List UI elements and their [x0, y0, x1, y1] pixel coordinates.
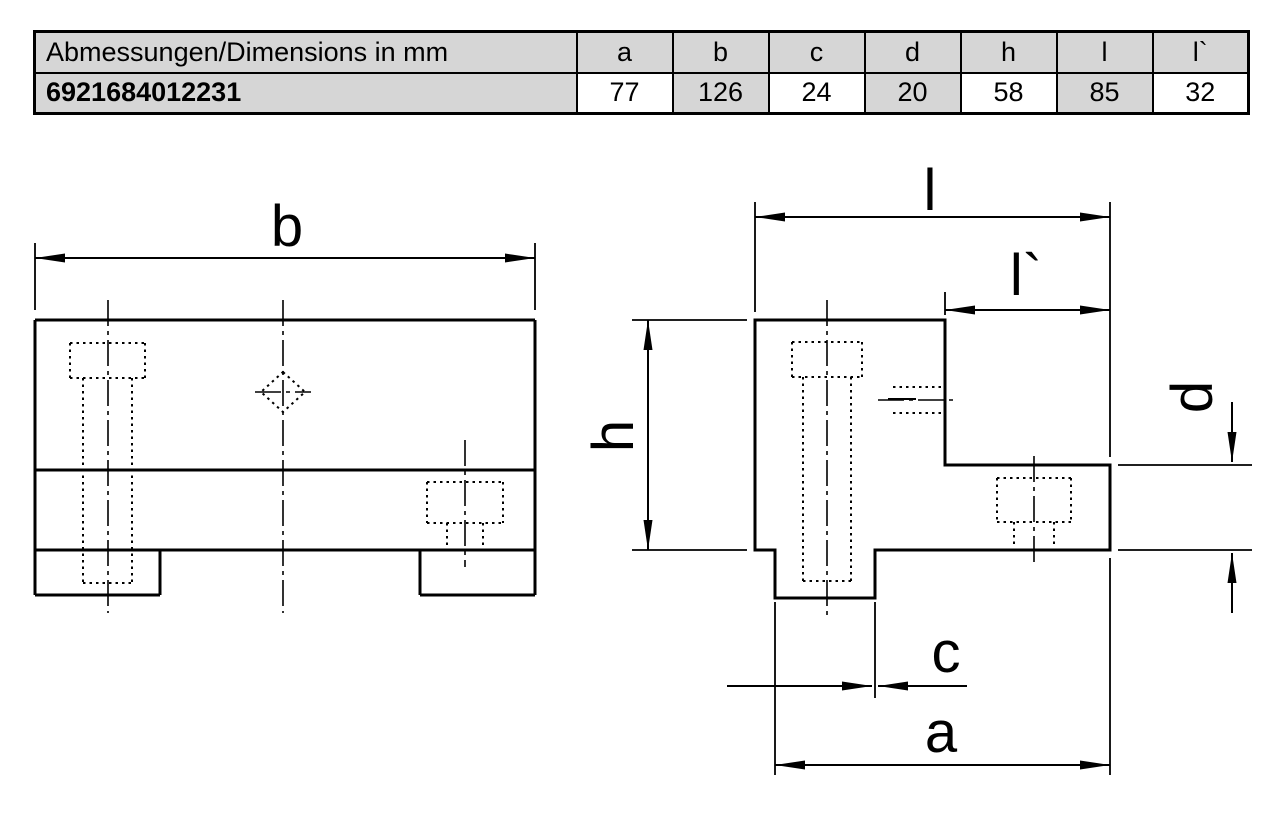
dimension-c: c	[727, 602, 967, 698]
dimension-l-prime: l`	[944, 243, 1110, 315]
dimension-label-d: d	[1160, 381, 1225, 413]
col-header-l-prime: l`	[1151, 30, 1250, 74]
dimension-d: d	[1118, 381, 1252, 613]
side-view: l l` h d c	[581, 158, 1252, 775]
value-l: 85	[1055, 71, 1154, 115]
col-header-c: c	[767, 30, 866, 74]
value-a: 77	[575, 71, 674, 115]
dimension-label-b: b	[271, 194, 303, 259]
dimension-b: b	[34, 194, 536, 310]
dimension-h: h	[581, 319, 747, 551]
table-value-row: 6921684012231 77 126 24 20 58 85 32	[33, 71, 1250, 115]
value-d: 20	[863, 71, 962, 115]
side-view-outline	[753, 318, 1112, 600]
front-view-centerlines	[107, 300, 466, 613]
dimension-label-h: h	[581, 420, 646, 452]
table-header-row: Abmessungen/Dimensions in mm a b c d h l…	[33, 30, 1250, 74]
col-header-l: l	[1055, 30, 1154, 74]
dimension-label-a: a	[925, 700, 958, 765]
dimension-l: l	[754, 158, 1111, 457]
dimensions-table: Abmessungen/Dimensions in mm a b c d h l…	[33, 30, 1250, 115]
dimension-label-c: c	[932, 620, 961, 685]
value-b: 126	[671, 71, 770, 115]
col-header-b: b	[671, 30, 770, 74]
front-view-hidden-lines	[69, 342, 504, 584]
article-number: 6921684012231	[33, 71, 578, 115]
col-header-h: h	[959, 30, 1058, 74]
front-view: b	[33, 194, 537, 613]
col-header-a: a	[575, 30, 674, 74]
side-view-hidden-lines	[791, 341, 1072, 582]
value-l-prime: 32	[1151, 71, 1250, 115]
dimension-label-l: l	[924, 158, 937, 223]
front-view-outline	[33, 318, 537, 597]
value-c: 24	[767, 71, 866, 115]
value-h: 58	[959, 71, 1058, 115]
dimension-label-l-prime: l`	[1010, 243, 1042, 308]
side-view-centerlines	[826, 300, 1035, 616]
col-header-d: d	[863, 30, 962, 74]
dimension-a: a	[774, 558, 1111, 775]
table-header-title: Abmessungen/Dimensions in mm	[33, 30, 578, 74]
